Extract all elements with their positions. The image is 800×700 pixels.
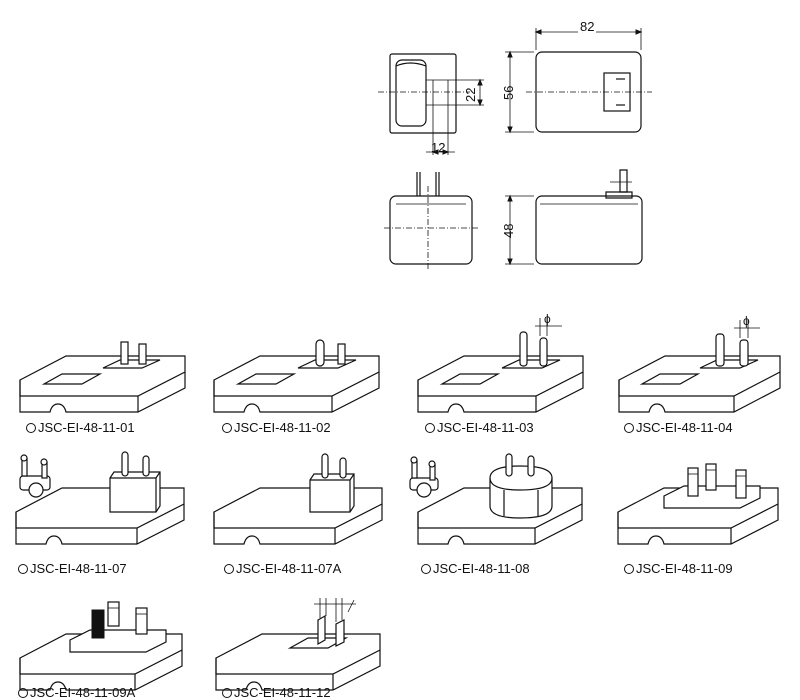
dimension-82: 82 xyxy=(578,19,597,34)
radio-circle-icon xyxy=(222,688,232,698)
model-label-04: JSC-EI-48-11-04 xyxy=(624,421,733,435)
diameter-symbol-04: ϕ xyxy=(743,314,750,328)
radio-circle-icon xyxy=(421,564,431,574)
dimension-12: 12 xyxy=(431,140,446,155)
diameter-symbol-03: ϕ xyxy=(544,312,551,326)
radio-circle-icon xyxy=(26,423,36,433)
model-label-01: JSC-EI-48-11-01 xyxy=(26,421,135,435)
dimension-56: 56 xyxy=(501,86,516,100)
radio-circle-icon xyxy=(18,688,28,698)
radio-circle-icon xyxy=(624,564,634,574)
model-label-07: JSC-EI-48-11-07 xyxy=(18,562,127,576)
model-label-03: JSC-EI-48-11-03 xyxy=(425,421,534,435)
dimension-48: 48 xyxy=(501,224,516,238)
model-label-09: JSC-EI-48-11-09 xyxy=(624,562,733,576)
dimension-22-label: 22 xyxy=(463,88,478,102)
radio-circle-icon xyxy=(18,564,28,574)
radio-circle-icon xyxy=(224,564,234,574)
model-label-07A: JSC-EI-48-11-07A xyxy=(224,562,341,576)
model-label-08: JSC-EI-48-11-08 xyxy=(421,562,530,576)
model-label-02: JSC-EI-48-11-02 xyxy=(222,421,331,435)
dimension-22: 22 xyxy=(463,88,478,102)
dimension-48-label: 48 xyxy=(501,224,516,238)
dimension-56-label: 56 xyxy=(501,86,516,100)
radio-circle-icon xyxy=(222,423,232,433)
radio-circle-icon xyxy=(624,423,634,433)
radio-circle-icon xyxy=(425,423,435,433)
model-label-12: JSC-EI-48-11-12 xyxy=(222,686,331,700)
model-label-09A: JSC-EI-48-11-09A xyxy=(18,686,135,700)
